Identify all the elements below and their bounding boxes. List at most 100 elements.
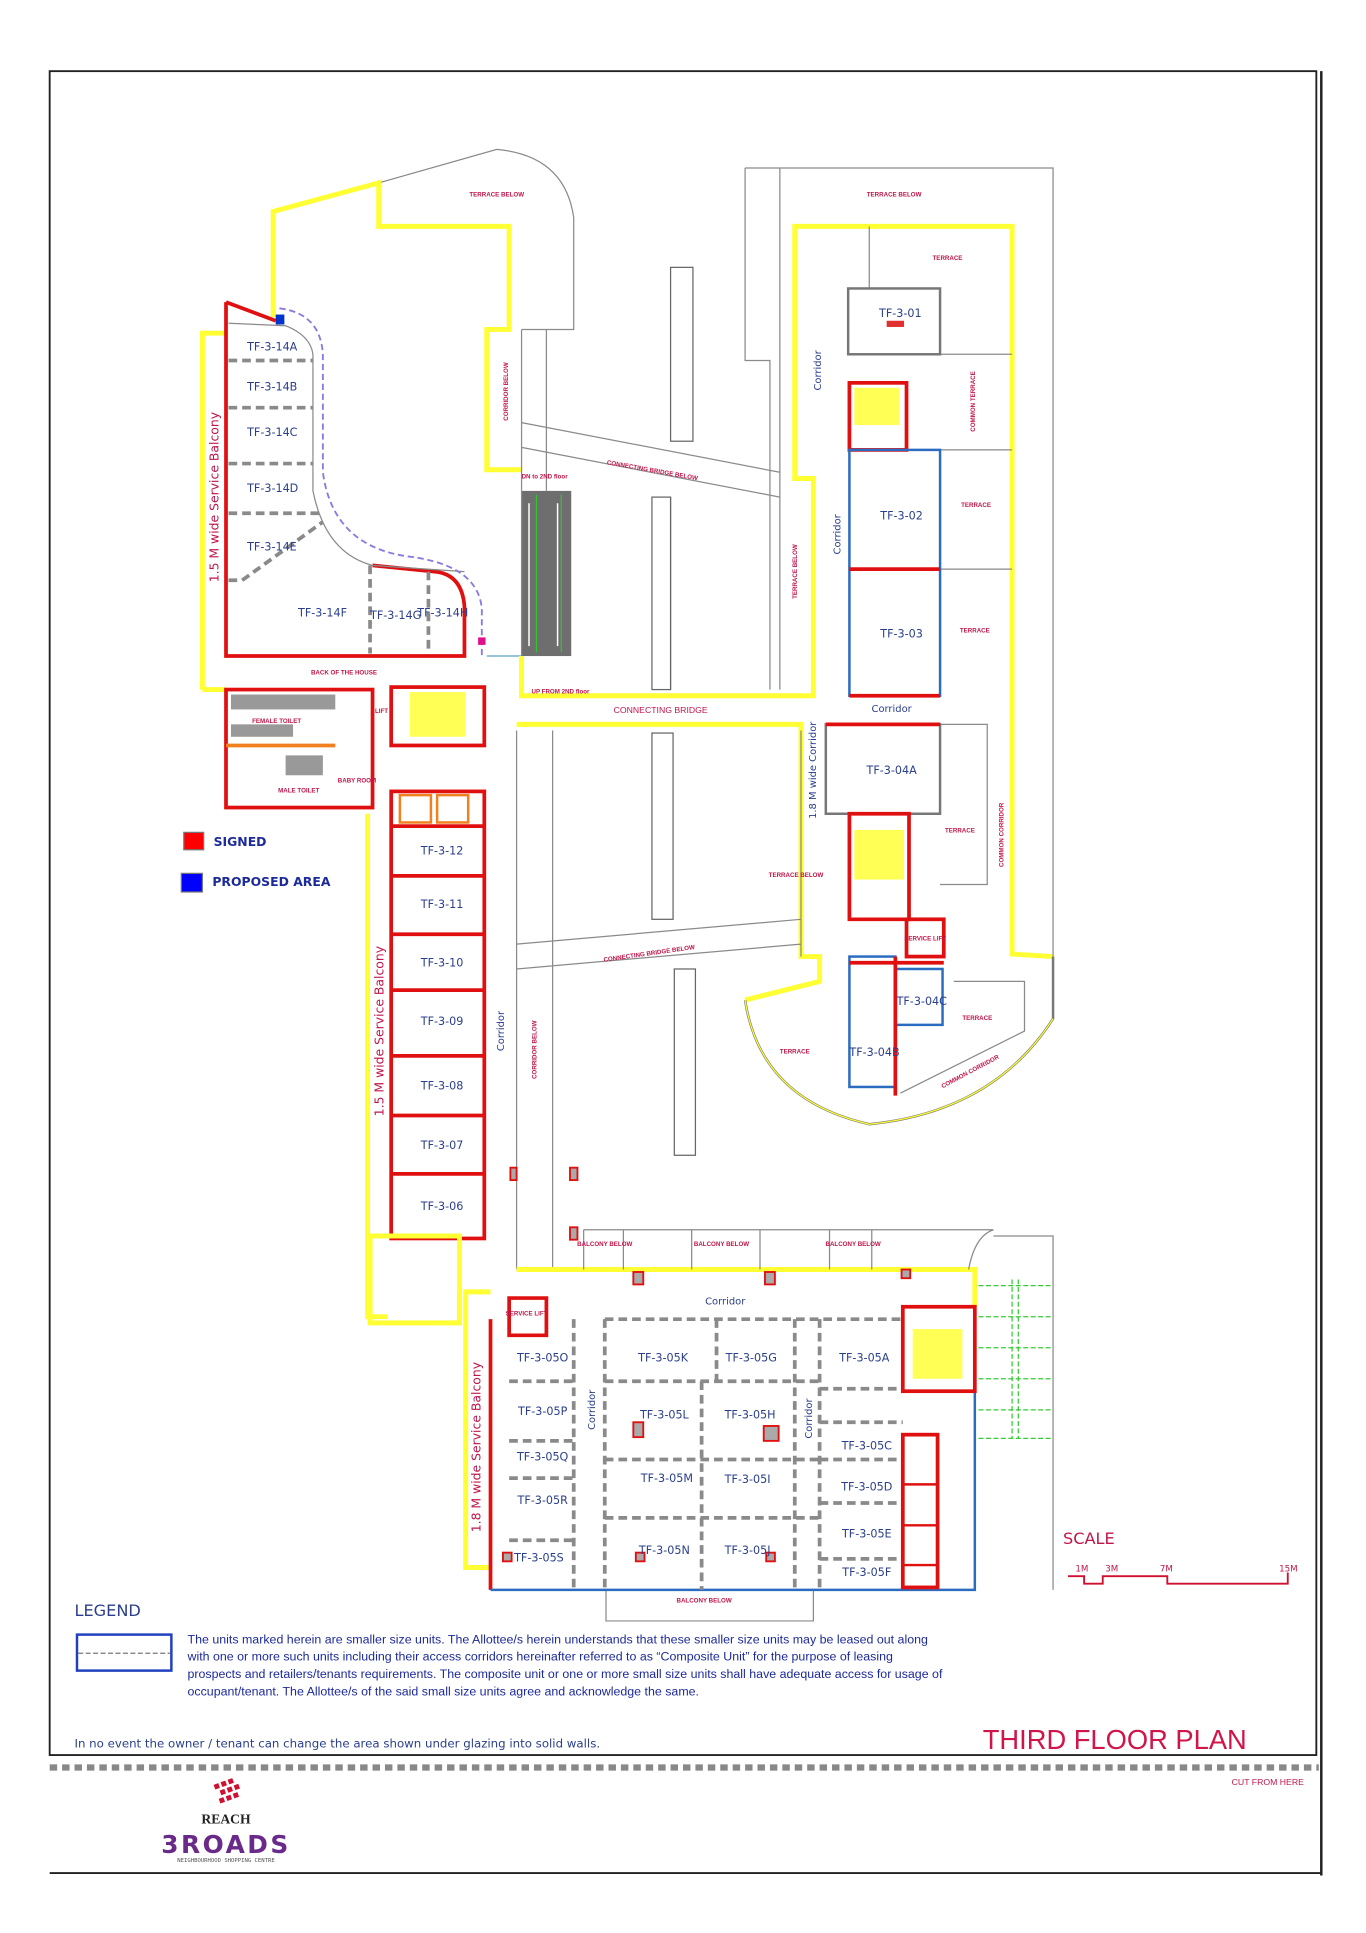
service-balcony-label: 1.5 M wide Service Balcony	[207, 412, 222, 582]
south-block	[463, 1166, 1054, 1622]
unit-tf-3-09[interactable]: TF-3-09	[420, 1015, 464, 1028]
unit-tf-3-04b[interactable]: TF-3-04B	[848, 1046, 899, 1059]
legend-text-line: prospects and retailers/tenants requirem…	[188, 1667, 943, 1681]
terrace-label: TERRACE	[933, 255, 963, 262]
male-toilet-label: MALE TOILET	[278, 788, 319, 795]
unit-tf-3-06[interactable]: TF-3-06	[420, 1200, 464, 1213]
legend-text-line: occupant/tenant. The Allottee/s of the s…	[188, 1684, 699, 1698]
terrace-below-label: TERRACE BELOW	[792, 544, 799, 599]
legend-text-line: with one or more such units including th…	[187, 1650, 894, 1664]
legend-text-line: The units marked herein are smaller size…	[188, 1632, 929, 1646]
corridor-label: Corridor	[872, 704, 913, 715]
unit-tf-3-05p[interactable]: TF-3-05P	[517, 1405, 568, 1418]
scale-tick: 7M	[1160, 1564, 1173, 1574]
unit-tf-3-05l[interactable]: TF-3-05L	[639, 1409, 690, 1422]
proposed-area-key-label: PROPOSED AREA	[212, 874, 330, 889]
scale-tick: 1M	[1075, 1564, 1088, 1574]
terrace-label: TERRACE	[962, 1015, 992, 1022]
east-block	[743, 167, 1055, 1126]
page-title: THIRD FLOOR PLAN	[983, 1724, 1247, 1755]
legend-heading: LEGEND	[75, 1601, 141, 1620]
unit-tf-3-05a[interactable]: TF-3-05A	[838, 1351, 890, 1364]
unit-tf-3-05g[interactable]: TF-3-05G	[725, 1351, 777, 1364]
unit-tf-3-10[interactable]: TF-3-10	[420, 956, 464, 969]
unit-tf-3-05e[interactable]: TF-3-05E	[841, 1528, 892, 1541]
logo-reach-text: REACH	[201, 1811, 251, 1826]
unit-tf-3-05c[interactable]: TF-3-05C	[841, 1440, 893, 1453]
unit-tf-3-14f[interactable]: TF-3-14F	[297, 606, 347, 619]
unit-tf-3-05o[interactable]: TF-3-05O	[516, 1351, 569, 1364]
terrace-below-label: TERRACE BELOW	[469, 192, 524, 199]
unit-tf-3-05h[interactable]: TF-3-05H	[724, 1409, 776, 1422]
unit-tf-3-05n[interactable]: TF-3-05N	[638, 1544, 690, 1557]
scale-bar	[1067, 1572, 1289, 1585]
unit-tf-3-05m[interactable]: TF-3-05M	[640, 1472, 693, 1485]
unit-tf-3-05d[interactable]: TF-3-05D	[840, 1481, 892, 1494]
corridor-below-label: CORRIDOR BELOW	[531, 1020, 538, 1079]
connecting-bridge-label: CONNECTING BRIDGE	[614, 705, 708, 715]
corridor-label: Corridor	[496, 1010, 507, 1051]
unit-tf-3-05q[interactable]: TF-3-05Q	[516, 1451, 569, 1464]
unit-tf-3-05r[interactable]: TF-3-05R	[517, 1494, 569, 1507]
unit-tf-3-14b[interactable]: TF-3-14B	[246, 380, 297, 393]
terrace-label: TERRACE	[945, 827, 975, 834]
unit-tf-3-05k[interactable]: TF-3-05K	[637, 1351, 689, 1364]
wide-corridor-label: 1.8 M wide Corridor	[808, 721, 819, 819]
connecting-bridge-below-label: CONNECTING BRIDGE BELOW	[603, 944, 695, 964]
scale-title: SCALE	[1063, 1529, 1115, 1548]
unit-tf-3-04c[interactable]: TF-3-04C	[896, 995, 948, 1008]
signed-swatch	[183, 831, 205, 851]
logo-tagline: NEIGHBOURHOOD SHOPPING CENTRE	[177, 1858, 274, 1864]
balcony-below-label: BALCONY BELOW	[676, 1597, 731, 1604]
unit-tf-3-08[interactable]: TF-3-08	[420, 1079, 464, 1092]
corridor-label: Corridor	[587, 1389, 598, 1430]
baby-room-label: BABY ROOM	[338, 778, 376, 785]
corridor-below-label: CORRIDOR BELOW	[503, 362, 510, 421]
unit-tf-3-14c[interactable]: TF-3-14C	[246, 426, 298, 439]
unit-tf-3-12[interactable]: TF-3-12	[420, 845, 464, 858]
west-block	[224, 685, 802, 1326]
back-of-house-label: BACK OF THE HOUSE	[311, 670, 377, 677]
bridge-boundary-bottom	[516, 721, 823, 1003]
unit-tf-3-11[interactable]: TF-3-11	[420, 898, 464, 911]
female-toilet-label: FEMALE TOILET	[252, 718, 301, 725]
service-balcony-label: 1.5 M wide Service Balcony	[372, 946, 387, 1116]
unit-tf-3-07[interactable]: TF-3-07	[420, 1139, 464, 1152]
unit-tf-3-14d[interactable]: TF-3-14D	[246, 482, 298, 495]
terrace-label: TERRACE	[780, 1048, 810, 1055]
signed-key-label: SIGNED	[214, 834, 267, 849]
unit-tf-3-05j[interactable]: TF-3-05J	[724, 1544, 771, 1557]
proposed-area-swatch	[180, 872, 204, 893]
unit-tf-3-03[interactable]: TF-3-03	[879, 627, 923, 640]
service-balcony-label: 1.8 M wide Service Balcony	[469, 1362, 484, 1532]
reach-3roads-logo: REACH 3ROADS NEIGHBOURHOOD SHOPPING CENT…	[161, 1778, 290, 1864]
common-terrace-label: COMMON TERRACE	[970, 371, 977, 431]
unit-tf-3-14h[interactable]: TF-3-14H	[416, 606, 468, 619]
unit-tf-3-01[interactable]: TF-3-01	[878, 307, 922, 320]
scale-tick: 3M	[1105, 1564, 1118, 1574]
unit-tf-3-04a[interactable]: TF-3-04A	[866, 764, 918, 777]
corridor-label: Corridor	[705, 1296, 746, 1307]
cut-from-here-label: CUT FROM HERE	[1232, 1777, 1304, 1787]
scale-tick: 15M	[1279, 1564, 1298, 1574]
logo-3roads-text: 3ROADS	[161, 1830, 290, 1859]
connecting-bridge-below-label: CONNECTING BRIDGE BELOW	[606, 459, 698, 482]
unit-tf-3-14a[interactable]: TF-3-14A	[246, 341, 298, 354]
balcony-below-label: BALCONY BELOW	[694, 1241, 749, 1248]
drawing-frame	[48, 70, 1318, 1756]
service-lift-label: SERVICE LIFT	[904, 935, 946, 942]
unit-tf-3-14e[interactable]: TF-3-14E	[246, 540, 297, 553]
common-corridor-label: COMMON CORRIDOR	[998, 802, 1005, 867]
service-lift-label: SERVICE LIFT	[506, 1310, 548, 1317]
up-from-2nd-label: UP FROM 2ND floor	[531, 688, 590, 695]
unit-tf-3-02[interactable]: TF-3-02	[879, 509, 923, 522]
unit-tf-3-05i[interactable]: TF-3-05I	[724, 1473, 771, 1486]
unit-tf-3-05s[interactable]: TF-3-05S	[513, 1551, 564, 1564]
north-west-block	[199, 148, 781, 696]
unit-tf-3-05f[interactable]: TF-3-05F	[841, 1566, 891, 1579]
lift-label: LIFT	[375, 708, 388, 715]
unit-tf-3-14g[interactable]: TF-3-14G	[369, 609, 421, 622]
balcony-below-label: BALCONY BELOW	[826, 1241, 881, 1248]
terrace-label: TERRACE	[960, 627, 990, 634]
